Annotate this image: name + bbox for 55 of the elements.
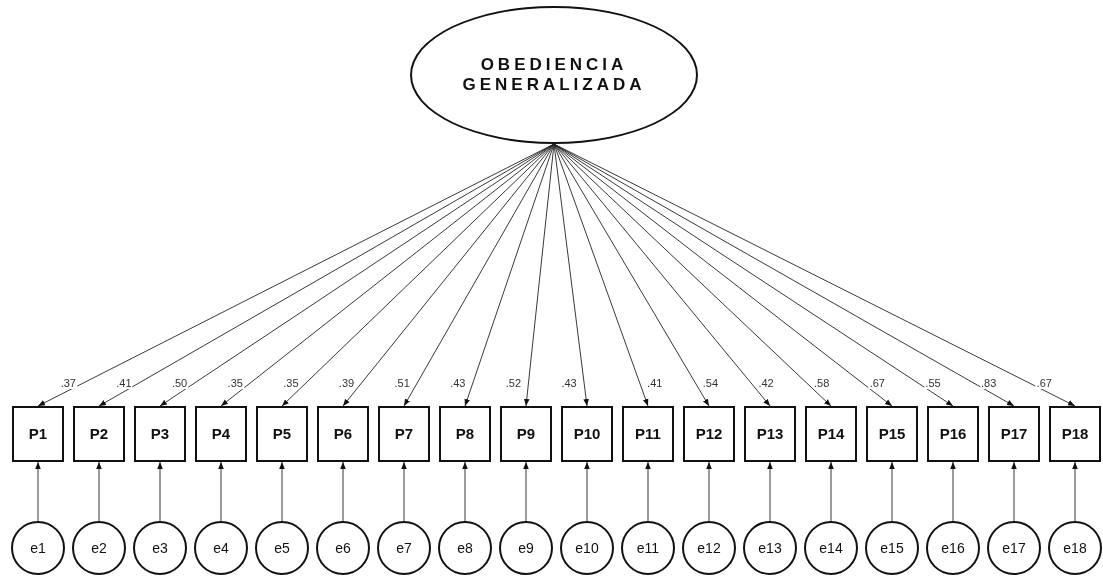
edge-label: .43 (449, 377, 467, 389)
node-label: OBEDIENCIA GENERALIZADA (461, 55, 647, 95)
edge-label: .83 (979, 377, 998, 389)
node-label: P4 (211, 425, 231, 443)
node-label: e11 (636, 539, 660, 557)
node-label: e10 (575, 539, 599, 557)
edge-label: .54 (701, 377, 720, 389)
edge-label: .41 (115, 377, 133, 389)
edge-label: .37 (59, 377, 77, 389)
node-label: e3 (152, 539, 168, 557)
node-label: P6 (333, 425, 353, 443)
node-label: P9 (516, 425, 536, 443)
node-label: e6 (335, 539, 351, 557)
node-label: P7 (394, 425, 414, 443)
edge-label: .35 (226, 377, 244, 389)
node-label: P12 (695, 425, 723, 443)
edge-label: .67 (1035, 377, 1053, 389)
node-label: e7 (396, 539, 412, 557)
node-label: P1 (28, 425, 48, 443)
edge-label: .55 (924, 377, 942, 389)
node-label: e5 (274, 539, 290, 557)
node-label: e12 (697, 539, 721, 557)
node-label: P11 (635, 425, 661, 443)
edge-label: .42 (757, 377, 775, 389)
node-label: P17 (1000, 425, 1028, 443)
node-label: P13 (756, 425, 784, 443)
node-label: e2 (91, 539, 107, 557)
node-label: P15 (878, 425, 906, 443)
node-label: P10 (573, 425, 601, 443)
edge-label: .50 (170, 377, 189, 389)
node-label: P8 (455, 425, 475, 443)
node-label: e13 (758, 539, 782, 557)
node-label: e15 (880, 539, 904, 557)
node-label: e8 (457, 539, 473, 557)
edge-label: .43 (560, 377, 578, 389)
node-label: e4 (213, 539, 229, 557)
edge-label: .35 (282, 377, 300, 389)
edge-label: .51 (393, 377, 411, 389)
node-label: e14 (819, 539, 843, 557)
node-label: P18 (1061, 425, 1089, 443)
node-label: P14 (817, 425, 845, 443)
node-label: e1 (30, 539, 46, 557)
edge-label: .67 (868, 377, 886, 389)
node-label: e9 (518, 539, 534, 557)
edge-label: .39 (337, 377, 356, 389)
node-label: e17 (1002, 539, 1026, 557)
node-label: P3 (150, 425, 170, 443)
node-label: P2 (89, 425, 109, 443)
node-label: e16 (941, 539, 965, 557)
node-label: P5 (272, 425, 292, 443)
edge-label: .58 (813, 377, 831, 389)
edge-label: .41 (646, 377, 664, 389)
node-label: P16 (939, 425, 967, 443)
node-label: e18 (1063, 539, 1087, 557)
edge-label: .52 (504, 377, 523, 389)
